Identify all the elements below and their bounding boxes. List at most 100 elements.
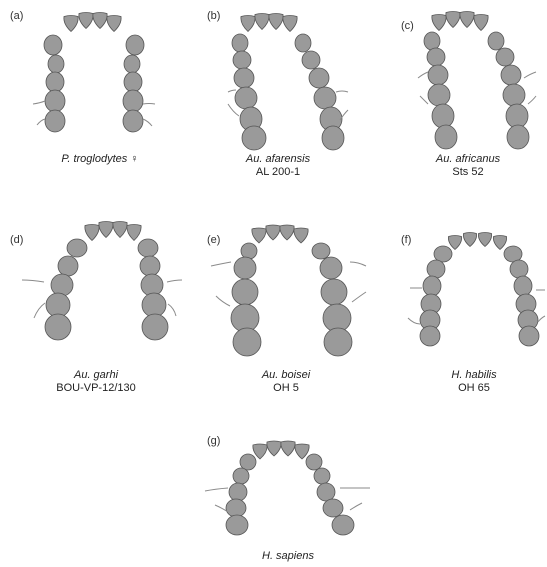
tooth — [233, 468, 249, 484]
tooth — [123, 90, 143, 112]
tooth — [493, 236, 506, 250]
specimen-b: AL 200-1 — [203, 166, 353, 179]
tooth — [280, 225, 294, 240]
panel-label-d: (d) — [10, 234, 23, 246]
specimen-c: Sts 52 — [393, 166, 543, 179]
tooth — [141, 274, 163, 296]
root-line — [216, 296, 230, 306]
tooth — [269, 14, 283, 30]
tooth — [233, 328, 261, 356]
tooth — [281, 441, 295, 456]
tooth — [503, 84, 525, 106]
tooth — [428, 65, 448, 85]
tooth — [45, 90, 65, 112]
tooth — [267, 441, 281, 456]
tooth — [240, 454, 256, 470]
caption-g: H. sapiens — [213, 550, 363, 563]
tooth — [107, 16, 121, 32]
tooth — [463, 233, 476, 247]
tooth — [126, 35, 144, 55]
tooth — [446, 12, 460, 28]
tooth — [283, 16, 297, 32]
root-line — [143, 119, 152, 126]
caption-c: Au. africanus Sts 52 — [393, 153, 543, 179]
tooth — [321, 279, 347, 305]
tooth — [314, 468, 330, 484]
tooth — [232, 279, 258, 305]
tooth — [317, 483, 335, 501]
root-line — [168, 304, 176, 316]
species-name-b: Au. afarensis — [203, 153, 353, 166]
tooth — [266, 225, 280, 240]
species-name-g: H. sapiens — [213, 550, 363, 563]
caption-f: H. habilis OH 65 — [399, 369, 547, 395]
tooth — [48, 55, 64, 73]
tooth — [427, 48, 445, 66]
tooth — [124, 55, 140, 73]
tooth — [58, 256, 78, 276]
tooth — [420, 326, 440, 346]
tooth — [434, 246, 452, 262]
tooth — [45, 110, 65, 132]
tooth — [427, 260, 445, 278]
root-line — [228, 104, 239, 116]
specimen-e: OH 5 — [211, 382, 361, 395]
tooth — [93, 13, 107, 29]
tooth — [113, 222, 127, 238]
tooth — [320, 257, 342, 279]
tooth — [46, 72, 64, 92]
tooth — [506, 104, 528, 128]
tooth — [64, 16, 78, 32]
tooth — [233, 51, 251, 69]
tooth — [127, 225, 141, 241]
tooth — [432, 15, 446, 31]
tooth — [423, 276, 441, 296]
tooth — [241, 16, 255, 32]
root-line — [352, 292, 366, 302]
tooth — [99, 222, 113, 238]
tooth — [507, 125, 529, 149]
tooth — [294, 228, 308, 243]
root-line — [350, 503, 362, 510]
tooth — [322, 126, 344, 150]
root-line — [205, 488, 228, 491]
tooth — [504, 246, 522, 262]
panel-label-a: (a) — [10, 10, 23, 22]
tooth — [85, 225, 99, 241]
tooth — [324, 328, 352, 356]
tooth — [432, 104, 454, 128]
tooth — [295, 444, 309, 459]
tooth — [252, 228, 266, 243]
tooth — [242, 126, 266, 150]
tooth — [142, 314, 168, 340]
root-line — [418, 72, 428, 78]
tooth — [234, 257, 256, 279]
tooth — [496, 48, 514, 66]
tooth — [142, 293, 166, 317]
tooth — [314, 87, 336, 109]
species-name-d: Au. garhi — [21, 369, 171, 382]
panel-label-b: (b) — [207, 10, 220, 22]
tooth — [140, 256, 160, 276]
tooth — [123, 110, 143, 132]
tooth — [229, 483, 247, 501]
tooth — [79, 13, 93, 29]
tooth — [302, 51, 320, 69]
root-line — [143, 104, 155, 105]
specimen-d: BOU-VP-12/130 — [21, 382, 171, 395]
tooth — [232, 34, 248, 52]
caption-e: Au. boisei OH 5 — [211, 369, 361, 395]
tooth — [519, 326, 539, 346]
tooth — [45, 314, 71, 340]
tooth — [46, 293, 70, 317]
tooth — [448, 236, 461, 250]
root-line — [33, 101, 45, 104]
specimen-f: OH 65 — [399, 382, 547, 395]
tooth — [435, 125, 457, 149]
root-line — [22, 280, 44, 282]
tooth — [514, 276, 532, 296]
tooth — [460, 12, 474, 28]
tooth — [510, 260, 528, 278]
tooth — [474, 15, 488, 31]
